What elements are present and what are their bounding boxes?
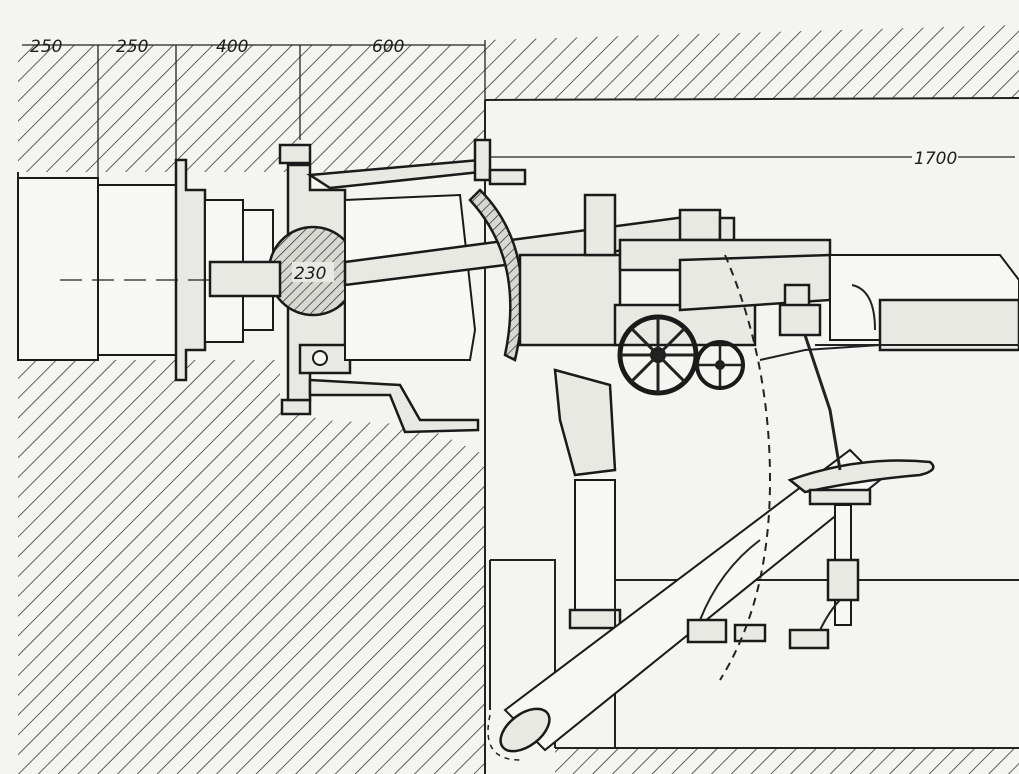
control-linkages (759, 283, 881, 471)
dimension-label-250-b: 250 (116, 37, 148, 57)
dimension-lines: 250 250 400 600 1700 (22, 37, 1015, 178)
foot-pedals (686, 539, 841, 650)
ball-diameter-label: 230 (294, 264, 326, 284)
curved-gun-shield (468, 168, 527, 362)
ammunition-box (829, 254, 1019, 352)
ball-mount-housing: 230 (208, 143, 359, 416)
elevation-handwheel (617, 314, 699, 396)
gunner-seat (787, 459, 935, 626)
dimension-label-250-a: 250 (30, 37, 62, 57)
gun-breech (518, 193, 832, 347)
dimension-label-400: 400 (216, 37, 248, 57)
mount-pedestal (553, 368, 622, 630)
dimension-label-1700: 1700 (914, 149, 957, 169)
concrete-wall (17, 25, 1019, 774)
sighting-line (719, 254, 772, 681)
dimension-label-600: 600 (372, 37, 404, 57)
traverse-handwheel (695, 340, 745, 390)
